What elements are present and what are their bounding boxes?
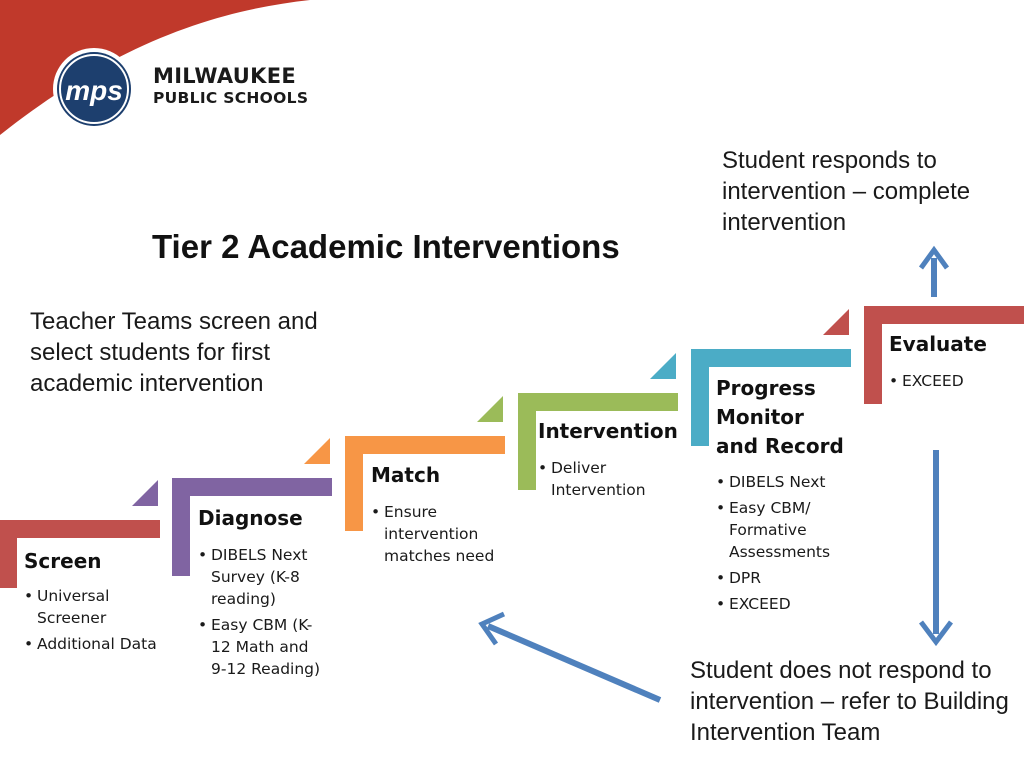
mps-logo: mps xyxy=(52,47,136,131)
step-item: DIBELS Next xyxy=(716,471,844,493)
step-items: Universal Screener Additional Data xyxy=(24,585,164,655)
step-item: Universal Screener xyxy=(24,585,164,629)
step-item: Deliver Intervention xyxy=(538,457,653,501)
arrow-down-icon xyxy=(919,450,953,647)
step-item: DPR xyxy=(716,567,844,589)
logo-name-line1: MILWAUKEE xyxy=(153,64,297,88)
step-item: Additional Data xyxy=(24,633,164,655)
step-item: Ensure intervention matches need xyxy=(371,501,496,567)
arrow-up-icon xyxy=(918,245,950,297)
logo-name-line2: PUBLIC SCHOOLS xyxy=(153,89,309,107)
step-title: Evaluate xyxy=(889,332,987,356)
step-intervention: Intervention Deliver Intervention xyxy=(538,417,698,505)
step-intervention-shape xyxy=(518,353,678,490)
logo-monogram: mps xyxy=(65,75,123,106)
step-item: DIBELS Next Survey (K-8 reading) xyxy=(198,544,326,610)
step-title: Intervention xyxy=(538,419,678,443)
callout-student-not-responds: Student does not respond to intervention… xyxy=(690,657,1009,746)
step-evaluate-shape xyxy=(864,306,1024,404)
step-diagnose-shape xyxy=(172,438,332,576)
step-title: Progress Monitor and Record xyxy=(716,376,844,458)
step-match: Match Ensure intervention matches need xyxy=(371,461,511,571)
corner-swoosh xyxy=(0,0,310,135)
step-items: DIBELS Next Easy CBM/ Formative Assessme… xyxy=(716,471,844,615)
step-progress-monitor-shape xyxy=(691,309,851,446)
step-item: EXCEED xyxy=(716,593,844,615)
step-item: Easy CBM/ Formative Assessments xyxy=(716,497,844,563)
step-items: EXCEED xyxy=(889,370,1019,392)
callout-student-responds: Student responds to intervention – compl… xyxy=(722,147,971,236)
step-items: Ensure intervention matches need xyxy=(371,501,496,567)
step-title: Screen xyxy=(24,549,102,573)
callout-teacher-teams: Teacher Teams screen and select students… xyxy=(30,308,318,397)
step-items: DIBELS Next Survey (K-8 reading) Easy CB… xyxy=(198,544,326,680)
step-screen: Screen Universal Screener Additional Dat… xyxy=(24,547,164,659)
step-progress-monitor: Progress Monitor and Record DIBELS Next … xyxy=(716,374,866,619)
step-evaluate: Evaluate EXCEED xyxy=(889,330,1019,396)
step-item: EXCEED xyxy=(889,370,1019,392)
step-match-shape xyxy=(345,396,505,531)
slide-title: Tier 2 Academic Interventions xyxy=(152,228,620,265)
step-item: Easy CBM (K-12 Math and 9-12 Reading) xyxy=(198,614,326,680)
step-items: Deliver Intervention xyxy=(538,457,653,501)
step-title: Diagnose xyxy=(198,506,303,530)
step-diagnose: Diagnose DIBELS Next Survey (K-8 reading… xyxy=(198,504,338,684)
step-title: Match xyxy=(371,463,441,487)
step-screen-shape xyxy=(0,480,160,588)
arrow-back-to-match-icon xyxy=(478,611,662,703)
